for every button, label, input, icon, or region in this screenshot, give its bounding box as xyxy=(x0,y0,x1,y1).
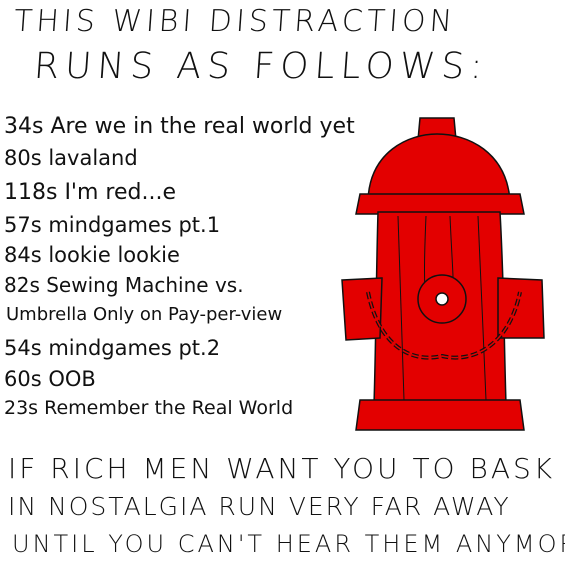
fire-hydrant-icon xyxy=(341,117,545,431)
title-line-1: THIS WIBI DISTRACTION xyxy=(12,4,458,39)
track-item: 34s Are we in the real world yet xyxy=(4,114,355,139)
track-item: 60s OOB xyxy=(4,367,96,391)
track-item: 80s lavaland xyxy=(4,146,138,170)
footer-line-1: IF RICH MEN WANT YOU TO BASK xyxy=(8,452,556,485)
footer-line-2: IN NOSTALGIA RUN VERY FAR AWAY xyxy=(8,492,511,521)
track-item: 54s mindgames pt.2 xyxy=(4,336,221,360)
track-item: 57s mindgames pt.1 xyxy=(4,213,221,237)
title-line-2: RUNS AS FOLLOWS: xyxy=(32,46,490,87)
footer-line-3: UNTIL YOU CAN'T HEAR THEM ANYMORE xyxy=(12,530,565,558)
track-item: 118s I'm red...e xyxy=(4,180,176,205)
track-item: 84s lookie lookie xyxy=(4,243,180,267)
track-item: Umbrella Only on Pay-per-view xyxy=(6,304,283,325)
track-item: 82s Sewing Machine vs. xyxy=(4,273,244,297)
track-item: 23s Remember the Real World xyxy=(4,397,294,419)
